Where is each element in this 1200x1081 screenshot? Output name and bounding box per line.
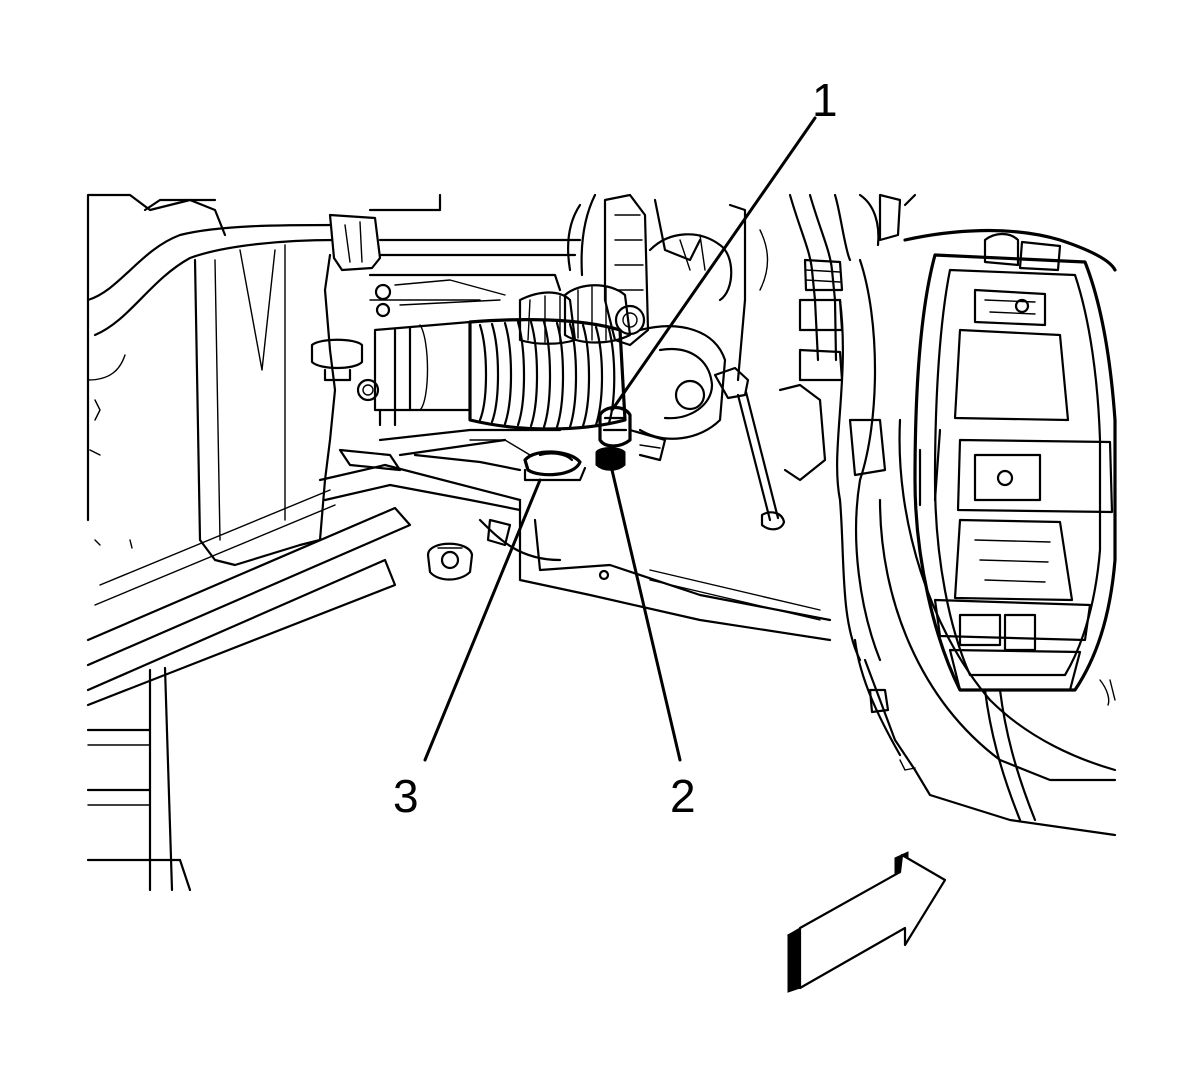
callout-leaders xyxy=(423,116,817,762)
callout-labels: 1 2 3 xyxy=(393,74,838,822)
left-frame-assembly xyxy=(86,193,522,892)
callout-1: 1 xyxy=(812,74,838,126)
callout-3: 3 xyxy=(393,770,419,822)
gear-mounting-nut xyxy=(523,450,587,482)
gear-mounting-bolt xyxy=(595,405,667,471)
brake-caliper-assembly xyxy=(778,193,1117,837)
leader-line-2 xyxy=(610,468,682,762)
crossmember-bolt xyxy=(426,542,474,581)
vehicle-front-direction-arrow-icon xyxy=(786,851,947,993)
leader-line-3 xyxy=(423,478,542,762)
leader-line-1 xyxy=(610,116,817,412)
steering-gear-housing xyxy=(338,193,832,642)
callout-2: 2 xyxy=(670,770,696,822)
